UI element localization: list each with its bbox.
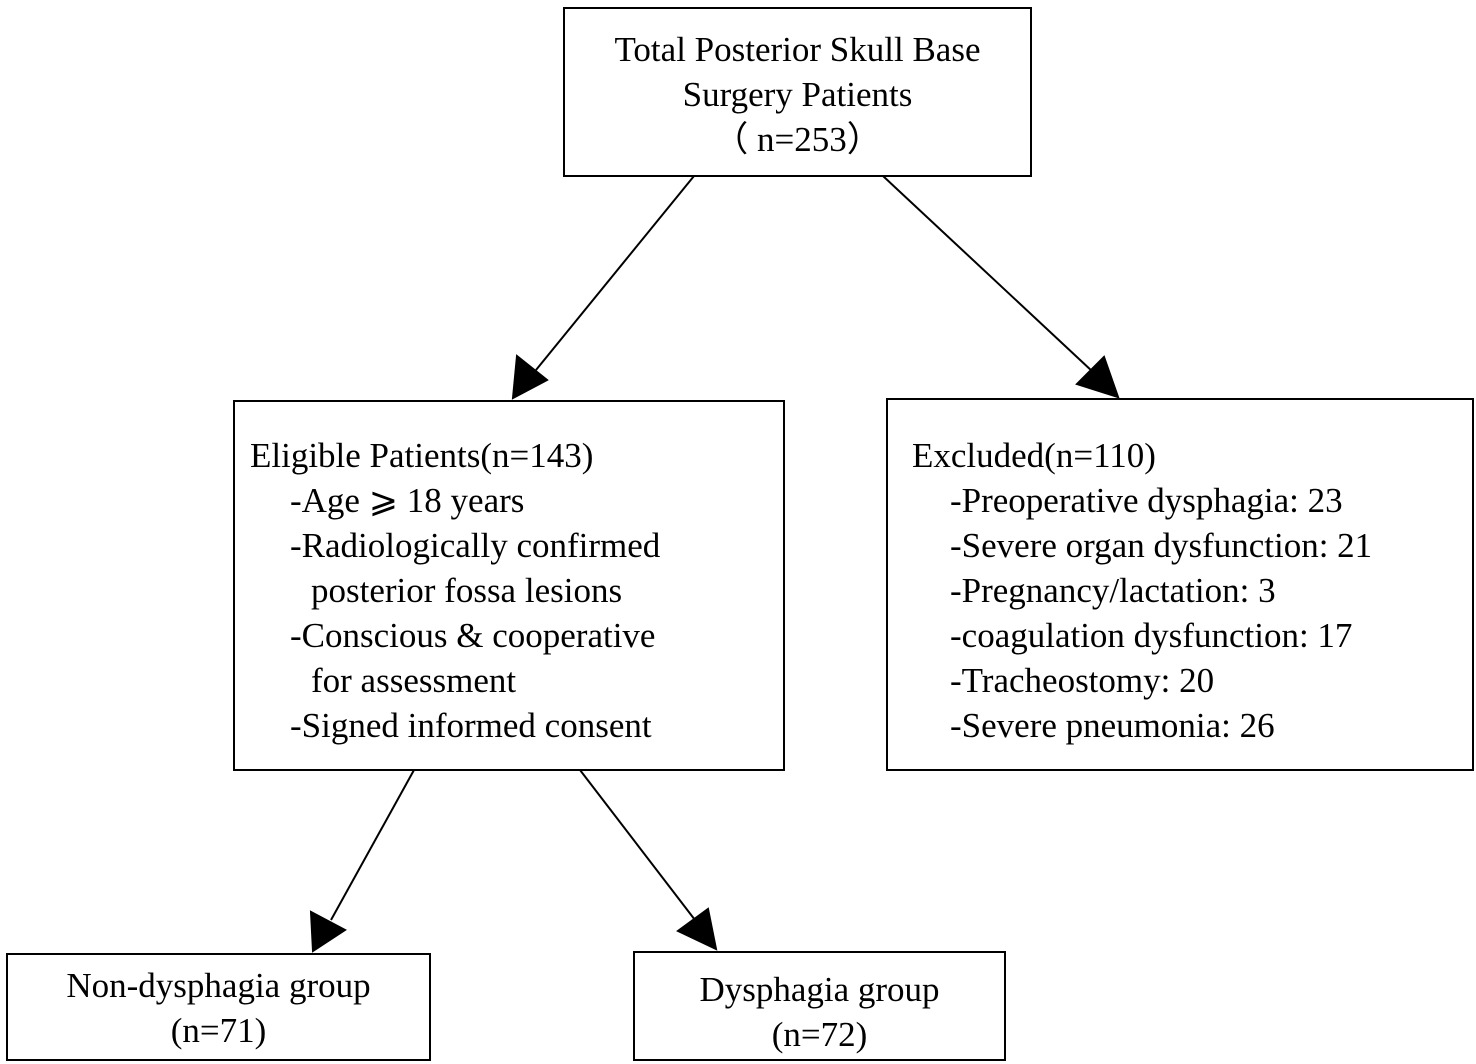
arrowhead-dysphagia xyxy=(676,907,718,951)
criterion-conscious: -Conscious & cooperative xyxy=(290,616,656,655)
dysphagia-count: (n=72) xyxy=(771,1015,868,1054)
eligible-title: Eligible Patients(n=143) xyxy=(250,436,594,475)
total-patients-box: Total Posterior Skull Base Surgery Patie… xyxy=(563,7,1032,177)
criterion-radiology: -Radiologically confirmed xyxy=(290,526,661,565)
arrow-eligible-to-non-dysphagia xyxy=(330,769,415,921)
exclusion-pneumonia: -Severe pneumonia: 26 xyxy=(950,706,1275,745)
excluded-box: Excluded(n=110) -Preoperative dysphagia:… xyxy=(886,398,1474,771)
excluded-title: Excluded(n=110) xyxy=(912,436,1156,475)
criterion-radiology-continued: posterior fossa lesions xyxy=(311,571,623,610)
exclusion-coagulation: -coagulation dysfunction: 17 xyxy=(950,616,1353,655)
total-count: （ n=253） xyxy=(713,120,882,159)
criterion-conscious-continued: for assessment xyxy=(311,661,517,700)
arrow-eligible-to-dysphagia xyxy=(579,769,696,921)
non-dysphagia-count: (n=71) xyxy=(170,1011,267,1050)
exclusion-tracheostomy: -Tracheostomy: 20 xyxy=(950,661,1215,700)
arrow-total-to-excluded xyxy=(882,175,1094,373)
total-title-line-2: Surgery Patients xyxy=(682,75,913,114)
dysphagia-label: Dysphagia group xyxy=(699,970,940,1009)
non-dysphagia-group-box: Non-dysphagia group (n=71) xyxy=(6,953,431,1061)
arrowhead-excluded xyxy=(1075,355,1120,399)
criterion-consent: -Signed informed consent xyxy=(290,706,652,745)
arrowhead-eligible xyxy=(511,354,549,400)
total-title-line-1: Total Posterior Skull Base xyxy=(614,30,981,69)
exclusion-organ-dysfunction: -Severe organ dysfunction: 21 xyxy=(950,526,1373,565)
exclusion-preoperative-dysphagia: -Preoperative dysphagia: 23 xyxy=(950,481,1343,520)
dysphagia-group-box: Dysphagia group (n=72) xyxy=(633,951,1006,1061)
criterion-age: -Age ⩾ 18 years xyxy=(290,481,525,520)
arrow-total-to-eligible xyxy=(535,175,695,371)
arrowhead-non-dysphagia xyxy=(309,910,347,953)
eligible-patients-box: Eligible Patients(n=143) -Age ⩾ 18 years… xyxy=(233,400,785,771)
non-dysphagia-label: Non-dysphagia group xyxy=(66,966,371,1005)
exclusion-pregnancy: -Pregnancy/lactation: 3 xyxy=(950,571,1276,610)
